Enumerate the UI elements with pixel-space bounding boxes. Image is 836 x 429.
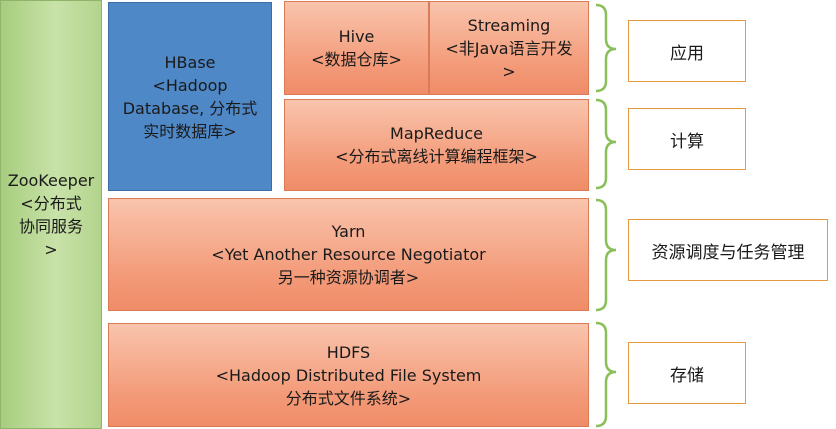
yarn-title: Yarn xyxy=(331,222,366,241)
hbase-desc-2: Database, 分布式 xyxy=(122,98,258,118)
hbase-block: HBase <Hadoop Database, 分布式 实时数据库> xyxy=(108,2,272,191)
zookeeper-title: ZooKeeper xyxy=(7,170,95,190)
mapreduce-desc: <分布式离线计算编程框架> xyxy=(335,147,538,166)
hdfs-title: HDFS xyxy=(326,342,371,362)
layer-label-storage: 存储 xyxy=(628,342,746,404)
hbase-desc-1: <Hadoop xyxy=(152,75,228,95)
streaming-desc-1: <非Java语言开发 xyxy=(445,38,573,58)
streaming-block: Streaming <非Java语言开发 > xyxy=(429,1,589,95)
zookeeper-desc-1: <分布式 xyxy=(20,193,82,213)
zookeeper-desc-3: > xyxy=(44,239,58,259)
layer-label-compute: 计算 xyxy=(628,108,746,170)
hdfs-desc-2: 分布式文件系统> xyxy=(285,388,412,408)
yarn-desc-2: 另一种资源协调者> xyxy=(277,268,420,287)
streaming-title: Streaming xyxy=(467,15,551,35)
hbase-desc-3: 实时数据库> xyxy=(143,121,237,141)
hive-block: Hive <数据仓库> xyxy=(284,1,429,95)
brace-compute xyxy=(595,98,617,190)
hive-desc: <数据仓库> xyxy=(311,50,402,69)
zookeeper-desc-2: 协同服务 xyxy=(18,216,83,236)
hdfs-desc-1: <Hadoop Distributed File System xyxy=(215,365,482,385)
layer-label-resource: 资源调度与任务管理 xyxy=(628,219,828,281)
streaming-desc-2: > xyxy=(502,61,516,81)
layer-label-application: 应用 xyxy=(628,20,746,82)
brace-resource xyxy=(595,198,617,312)
brace-storage xyxy=(595,321,617,428)
yarn-block: Yarn <Yet Another Resource Negotiator 另一… xyxy=(108,198,589,311)
mapreduce-block: MapReduce <分布式离线计算编程框架> xyxy=(284,99,589,191)
brace-application xyxy=(595,3,617,93)
hbase-title: HBase xyxy=(164,52,216,72)
hive-title: Hive xyxy=(338,27,375,46)
yarn-desc-1: <Yet Another Resource Negotiator xyxy=(211,245,486,264)
hdfs-block: HDFS <Hadoop Distributed File System 分布式… xyxy=(108,323,589,427)
zookeeper-block: ZooKeeper <分布式 协同服务 > xyxy=(0,0,102,429)
mapreduce-title: MapReduce xyxy=(390,124,483,143)
